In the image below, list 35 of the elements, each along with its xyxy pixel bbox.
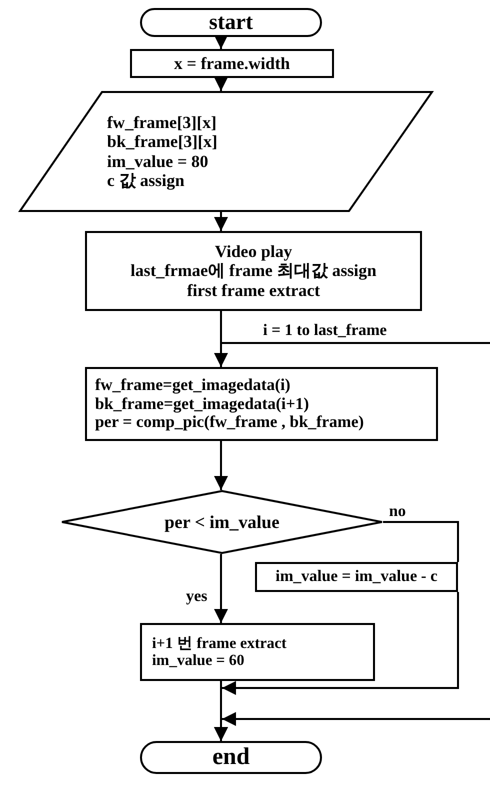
terminal-shape <box>140 741 322 774</box>
arrow <box>214 212 228 231</box>
process-box <box>130 49 334 78</box>
node-text: Video play <box>214 242 292 262</box>
arrow <box>214 554 228 623</box>
terminal-shape <box>140 8 322 37</box>
node-text: im_value = 80 <box>107 152 208 171</box>
process-box <box>255 562 458 592</box>
node-text: start <box>209 10 253 35</box>
arrow <box>214 35 228 49</box>
edge-label: i = 1 to last_frame <box>262 322 388 340</box>
process-box <box>85 367 438 441</box>
connector-line <box>383 521 459 562</box>
input-parallelogram <box>19 91 433 212</box>
node-text: im_value = 60 <box>152 652 244 670</box>
arrow <box>214 712 490 741</box>
process-box <box>85 231 422 311</box>
node-text: i+1 번 frame extract <box>152 634 287 652</box>
node-text: im_value = im_value - c <box>276 568 438 586</box>
node-text: last_frmae에 frame 최대값 assign <box>130 261 376 281</box>
node-text: bk_frame[3][x] <box>107 132 218 152</box>
arrow <box>214 77 228 91</box>
process-box <box>140 623 375 681</box>
node-text: per < im_value <box>164 512 280 532</box>
node-text: x = frame.width <box>174 54 290 74</box>
node-text: fw_frame[3][x] <box>107 113 216 132</box>
node-text: c 값 assign <box>107 170 184 190</box>
decision-diamond <box>61 490 383 554</box>
connector-line <box>220 311 490 344</box>
node-text: per = comp_pic(fw_frame , bk_frame) <box>95 413 364 432</box>
node-text: first frame extract <box>186 280 320 300</box>
node-text: bk_frame=get_imagedata(i+1) <box>95 394 310 414</box>
node-text: end <box>212 744 250 771</box>
arrow <box>214 441 228 490</box>
node-text: fw_frame=get_imagedata(i) <box>95 376 290 395</box>
